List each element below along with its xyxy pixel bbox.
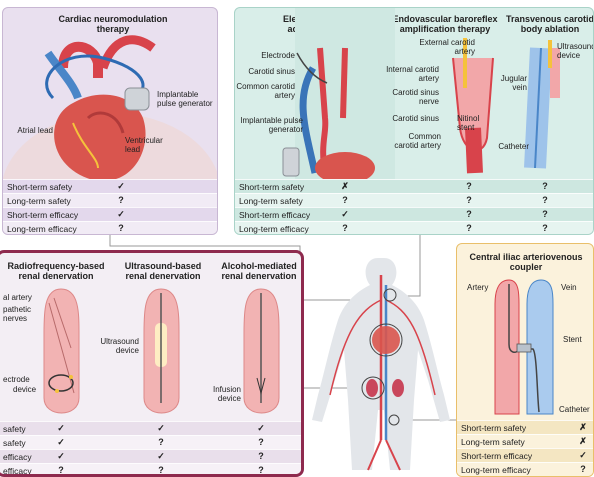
rf-device-label: device <box>13 385 36 394</box>
iliac-coupler-illustration <box>457 244 594 416</box>
iliac-artery-label: Artery <box>467 283 488 292</box>
table-row: safety ✓ ✓ ✓ <box>0 421 304 435</box>
iliac-catheter-label: Catheter <box>559 405 590 414</box>
rf-electrode-label: ectrode <box>3 375 30 384</box>
table-row: Short-term safety ✗ <box>457 420 594 434</box>
table-row: Long-term safety ✗ <box>457 434 594 448</box>
us-device-label: Ultrasound device <box>95 337 139 355</box>
iliac-coupler-panel: Central iliac arteriovenous coupler Arte… <box>456 243 594 477</box>
iliac-outcome-table: Short-term safety ✗ Long-term safety ✗ S… <box>457 420 594 477</box>
table-row: Long-term efficacy ? <box>457 462 594 476</box>
infusion-device-label: Infusion device <box>197 385 241 403</box>
table-row: safety ✓ ? ? <box>0 435 304 449</box>
renal-artery-illustrations <box>0 253 304 425</box>
renal-outcome-table: safety ✓ ✓ ✓ safety ✓ ? ? efficacy ✓ ✓ ?… <box>0 421 304 477</box>
rf-artery-label: al artery <box>3 293 32 302</box>
iliac-vein-label: Vein <box>561 283 577 292</box>
rf-nerves-label: pathetic nerves <box>3 305 53 323</box>
table-row: Short-term efficacy ✓ <box>457 448 594 462</box>
table-row: efficacy ✓ ✓ ? <box>0 449 304 463</box>
iliac-stent-label: Stent <box>563 335 582 344</box>
table-row: efficacy ? ? ? <box>0 463 304 477</box>
renal-denervation-panel: Radiofrequency-based renal denervation U… <box>0 250 304 477</box>
